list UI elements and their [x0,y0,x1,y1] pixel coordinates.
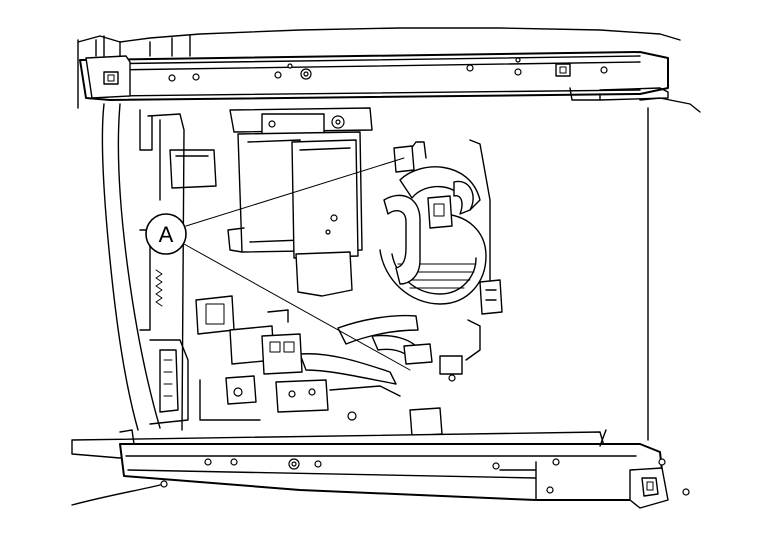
callout-label-a: A [159,222,174,247]
lower-brackets [195,295,443,437]
control-module [227,107,373,297]
bottom-seat-rail [71,429,690,509]
top-seat-rail [79,35,669,101]
callout-leaders [183,157,411,371]
leader-line-2 [183,243,411,371]
motor-harness-area [299,139,503,397]
callout-circle [145,213,187,255]
left-side-frame [101,103,217,431]
callout-a: A [145,213,187,255]
leader-line-1 [185,157,405,227]
